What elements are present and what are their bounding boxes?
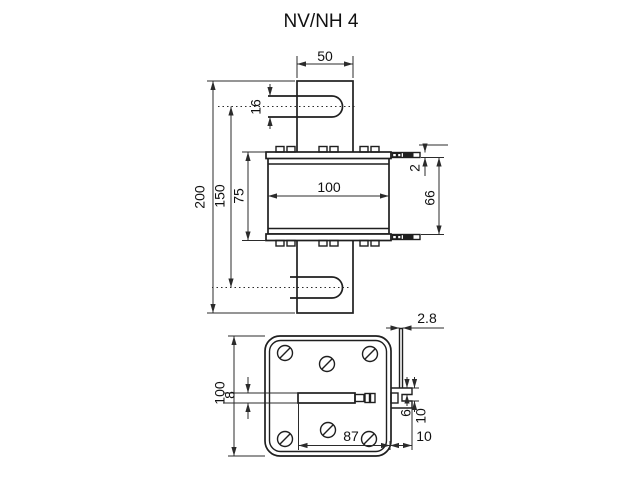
- bottom-blade-slot: [290, 276, 344, 299]
- top-blade-slot: [268, 95, 344, 118]
- dim-87-and-10: 87 10: [298, 403, 432, 450]
- dim-label-87: 87: [343, 428, 359, 444]
- top-plate-clips: [275, 145, 380, 153]
- striker-bar: [297, 392, 376, 404]
- dim-slot-width-16: 16: [248, 84, 273, 129]
- top-lug-plate: [390, 151, 421, 159]
- dim-label-10-vertical: 10: [413, 408, 429, 424]
- drawing-title: NV/NH 4: [284, 11, 359, 32]
- dim-label-8: 8: [222, 391, 238, 399]
- dim-body-size-100: 100: [212, 335, 265, 457]
- screw: [318, 355, 336, 373]
- dim-label-2: 2: [407, 164, 423, 172]
- front-view: 50 16 200 150 75 100: [192, 48, 448, 314]
- screw: [276, 344, 294, 362]
- dim-striker-width-8: 8: [222, 377, 298, 419]
- body-outline-inner: [268, 339, 388, 453]
- dim-lug-thickness-2: 2: [407, 143, 448, 176]
- dim-label-100-front: 100: [317, 179, 341, 195]
- dim-blade-thickness-2.8: 2.8: [386, 310, 444, 331]
- dim-label-66: 66: [422, 190, 438, 206]
- dim-blade-width-50: 50: [296, 48, 354, 78]
- dim-label-2.8: 2.8: [417, 310, 437, 326]
- dim-lug-spacing-66: 66: [421, 157, 444, 235]
- dim-label-75: 75: [231, 188, 247, 204]
- dim-label-100-plan: 100: [212, 381, 228, 405]
- dim-label-6: 6: [398, 409, 414, 417]
- dim-overall-height-200: 200: [192, 80, 295, 314]
- blade-edge-profile: [390, 327, 413, 409]
- dim-label-50: 50: [317, 48, 333, 64]
- dim-label-150: 150: [212, 184, 228, 208]
- dim-notch-10: 10: [411, 377, 429, 424]
- dim-label-16: 16: [248, 99, 264, 115]
- dim-step-6: 6: [398, 377, 419, 417]
- screw: [319, 421, 337, 439]
- screw: [276, 430, 294, 448]
- dim-body-width-100: 100: [268, 179, 389, 199]
- bottom-lug-plate: [390, 233, 421, 241]
- bottom-end-plate: [265, 233, 392, 242]
- top-end-plate: [265, 151, 392, 160]
- plan-view: 100 8 2.8 6 10: [212, 310, 444, 457]
- dim-label-200: 200: [192, 185, 208, 209]
- dim-body-height-75: 75: [231, 151, 266, 241]
- screw: [361, 345, 379, 363]
- cover-screws: [276, 344, 379, 448]
- bottom-plate-clips: [275, 239, 380, 247]
- dim-slot-spacing-150: 150: [212, 106, 234, 288]
- dim-label-10-horizontal: 10: [416, 428, 432, 444]
